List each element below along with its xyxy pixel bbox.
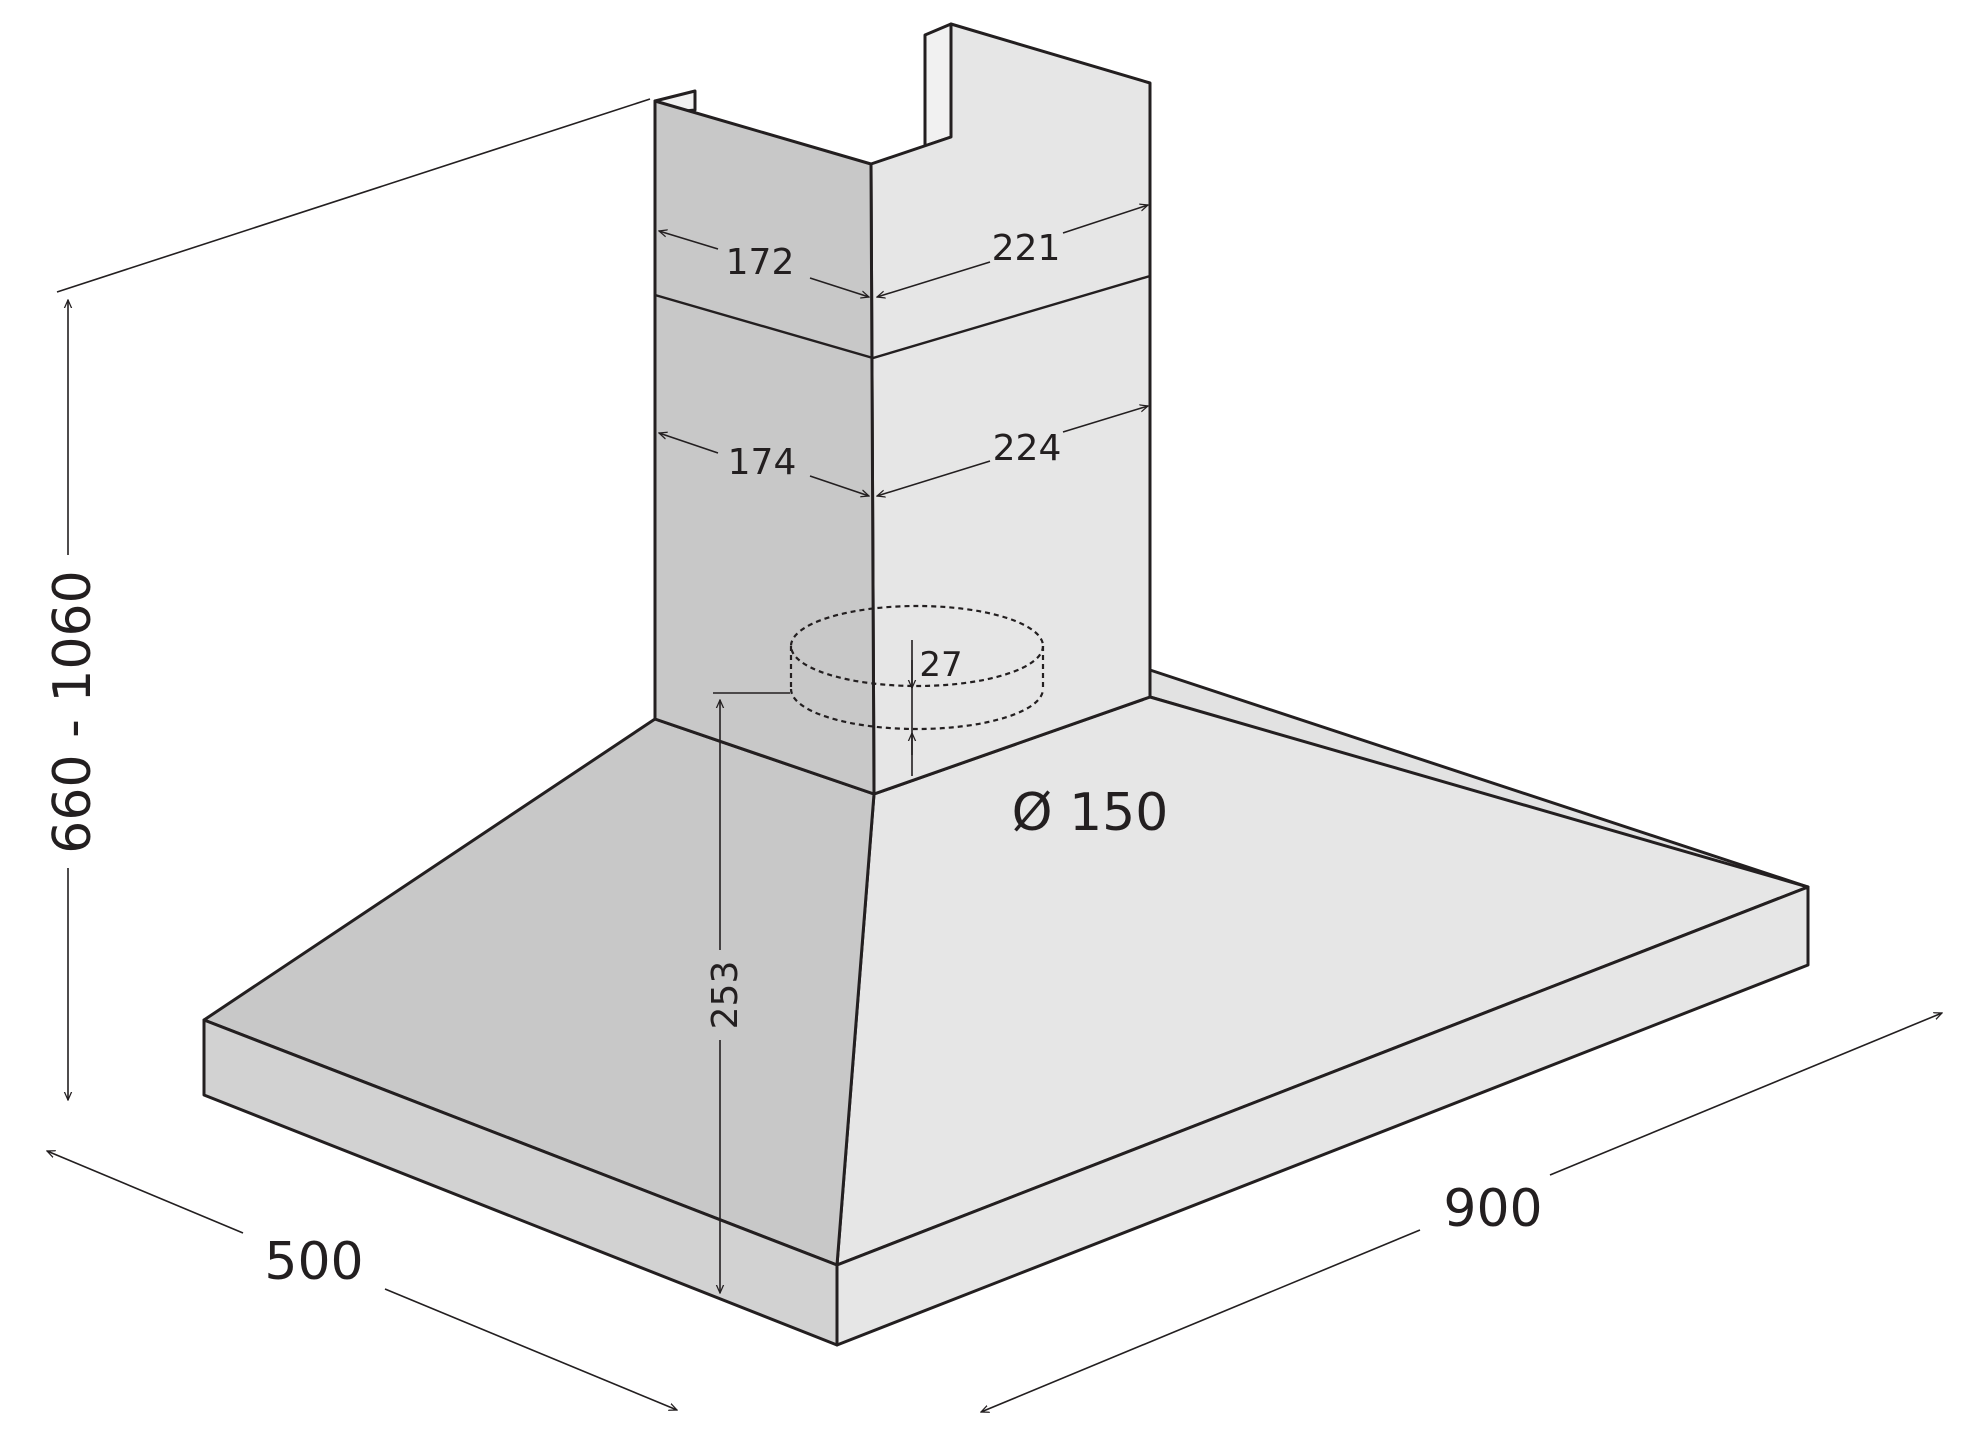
collar-height-label: 27 (919, 645, 962, 685)
chimney-upper-right-label: 221 (992, 228, 1061, 269)
depth-label: 500 (264, 1232, 363, 1292)
chimney-lower-right-arrow-a (877, 460, 991, 496)
chimney-upper-left-arrow-b (809, 277, 869, 297)
base-band-right (835, 885, 1810, 1347)
width-arrow-left (981, 1229, 1421, 1412)
chimney-upper-right-arrow-b (1062, 205, 1148, 234)
chimney (653, 22, 1152, 796)
depth-arrow-left (47, 1151, 244, 1234)
dimension-lines (47, 98, 1942, 1412)
chimney-rear-strip-right (923, 22, 953, 148)
chimney-lower-left-arrow-b (809, 475, 869, 496)
outlet-diameter-label: Ø 150 (1012, 783, 1169, 843)
chimney-upper-left-label: 172 (726, 242, 795, 283)
hood-height-label: 253 (705, 961, 746, 1030)
chimney-lower-left-arrow-a (659, 433, 719, 454)
chimney-lower-right-arrow-b (1062, 406, 1148, 433)
height-extension-top (56, 98, 651, 293)
chimney-lower-right-label: 224 (993, 428, 1062, 469)
chimney-upper-left-arrow-a (659, 231, 719, 250)
depth-arrow-right (384, 1288, 677, 1410)
outlet-bottom-arc (789, 688, 1045, 731)
height-range-label: 660 - 1060 (43, 570, 103, 853)
width-arrow-right (1549, 1013, 1942, 1176)
chimney-upper-right-arrow-a (877, 261, 991, 297)
hood-body (202, 668, 1810, 1347)
dimension-labels: 660 - 1060 500 900 172 221 174 224 253 2… (43, 228, 1543, 1292)
chimney-lower-left-label: 174 (728, 442, 797, 483)
width-label: 900 (1443, 1179, 1542, 1239)
chimney-right-face (869, 22, 1152, 796)
outlet-collar (789, 604, 1045, 731)
chimney-joint-line (654, 274, 1151, 360)
